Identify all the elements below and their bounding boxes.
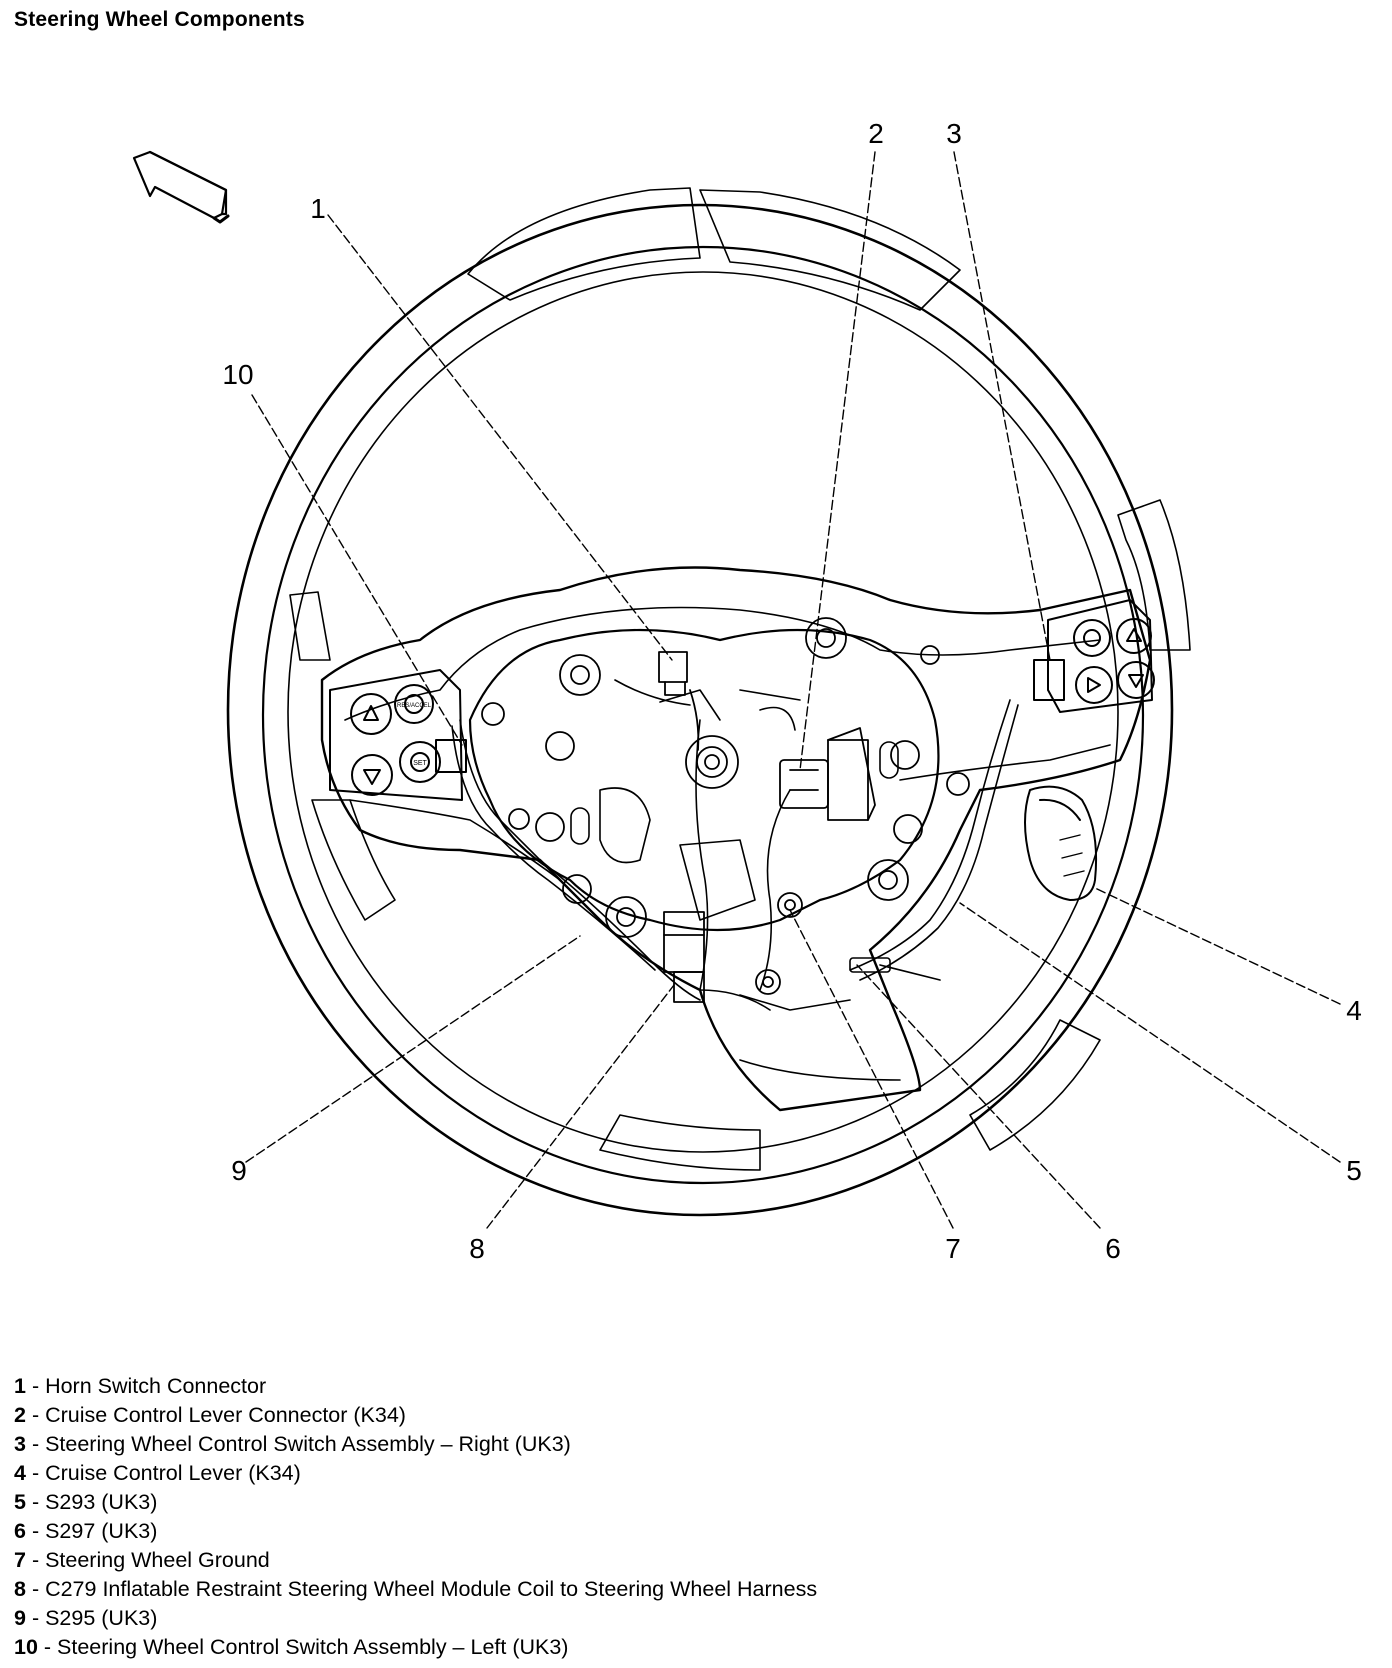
callout-10: 10	[222, 359, 253, 390]
legend-item: 8 - C279 Inflatable Restraint Steering W…	[14, 1577, 818, 1601]
legend-item: 10 - Steering Wheel Control Switch Assem…	[14, 1635, 569, 1659]
switch-label-res: RES/ACCEL	[397, 703, 432, 709]
leader-lines	[245, 151, 1341, 1229]
callout-5: 5	[1346, 1155, 1362, 1186]
callout-1: 1	[310, 193, 326, 224]
legend-item: 7 - Steering Wheel Ground	[14, 1548, 270, 1572]
callout-4: 4	[1346, 995, 1362, 1026]
steering-wheel-diagram: RES/ACCEL SET 1 2 3 4 5 6 7 8 9	[132, 118, 1362, 1264]
callout-7: 7	[945, 1233, 961, 1264]
callout-9: 9	[231, 1155, 247, 1186]
page-title: Steering Wheel Components	[14, 8, 305, 31]
legend-item: 4 - Cruise Control Lever (K34)	[14, 1461, 301, 1485]
callout-2: 2	[868, 118, 884, 149]
switch-label-set: SET	[413, 760, 427, 767]
legend-item: 9 - S295 (UK3)	[14, 1606, 158, 1630]
front-direction-arrow-icon	[132, 150, 230, 224]
legend-item: 2 - Cruise Control Lever Connector (K34)	[14, 1403, 406, 1427]
callout-8: 8	[469, 1233, 485, 1264]
steering-wheel-hub	[320, 566, 1152, 1112]
component-legend: 1 - Horn Switch Connector 2 - Cruise Con…	[14, 1372, 817, 1662]
legend-item: 6 - S297 (UK3)	[14, 1519, 158, 1543]
right-control-switch-assembly	[1033, 599, 1155, 713]
callout-6: 6	[1105, 1233, 1121, 1264]
legend-item: 5 - S293 (UK3)	[14, 1490, 158, 1514]
legend-item: 1 - Horn Switch Connector	[14, 1374, 267, 1398]
cruise-control-lever	[1024, 785, 1098, 901]
steering-wheel-rim	[226, 187, 1191, 1217]
legend-item: 3 - Steering Wheel Control Switch Assemb…	[14, 1432, 571, 1456]
callout-3: 3	[946, 118, 962, 149]
left-control-switch-assembly: RES/ACCEL SET	[329, 669, 467, 801]
